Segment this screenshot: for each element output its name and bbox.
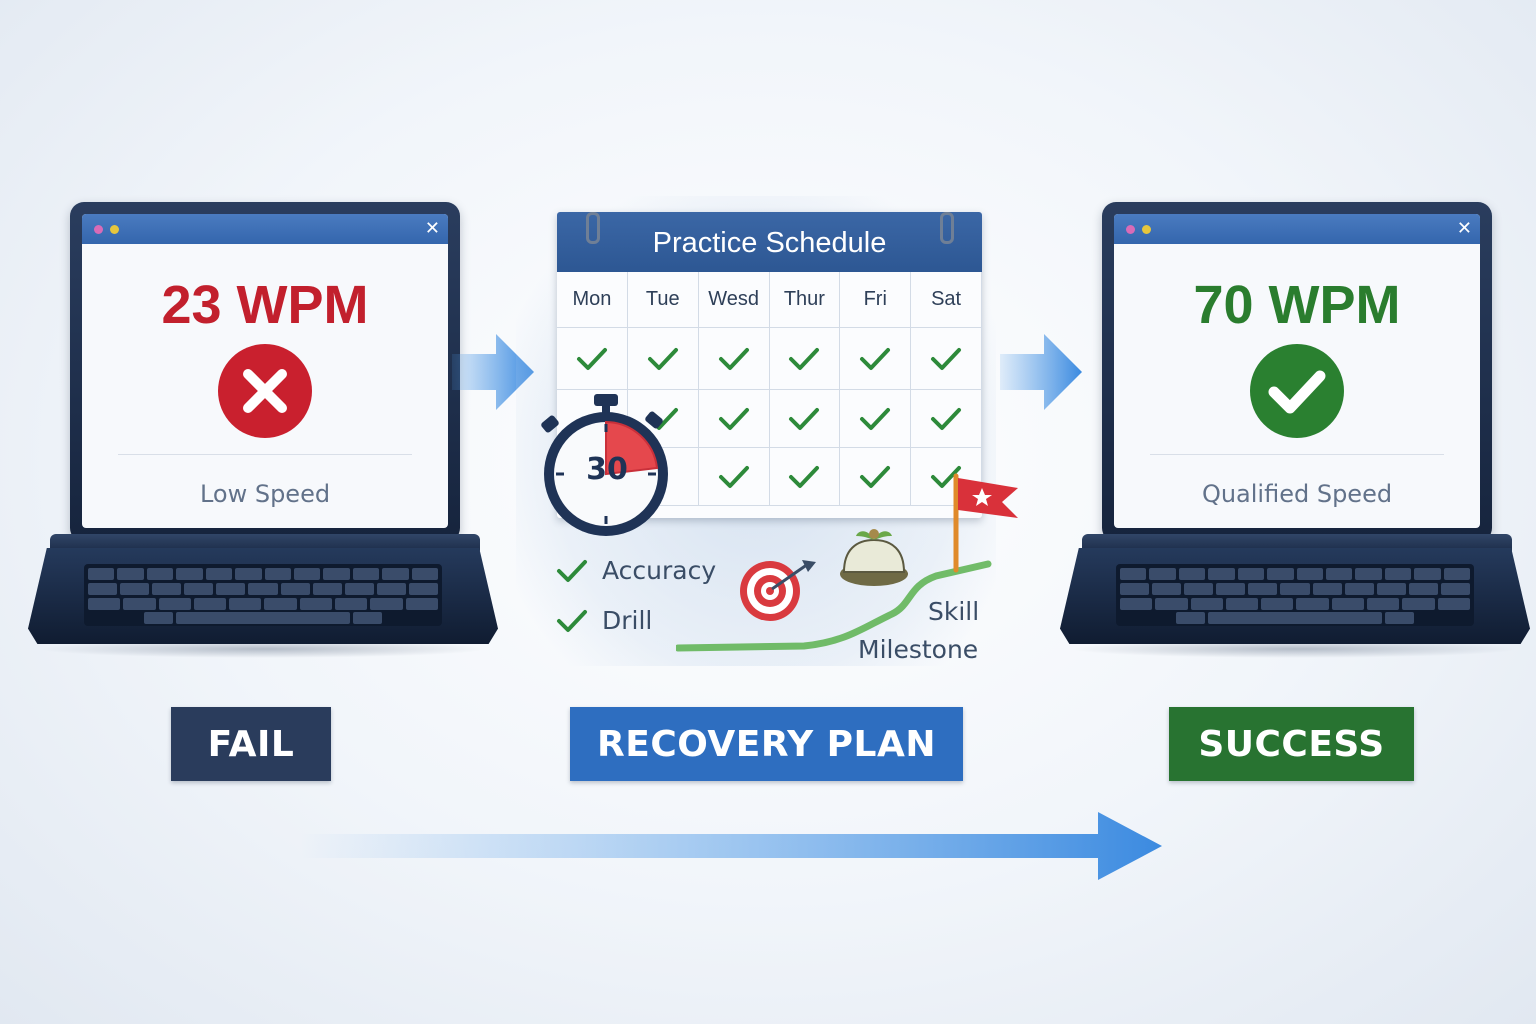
divider — [118, 454, 412, 455]
day-sat: Sat — [931, 288, 962, 310]
fail-laptop: ✕ 23 WPM Low Speed — [28, 202, 498, 662]
progress-arrow-icon — [300, 812, 1162, 880]
check-icon — [698, 390, 770, 448]
check-icon — [769, 448, 841, 506]
close-icon[interactable]: ✕ — [1456, 218, 1472, 239]
check-icon — [769, 328, 841, 390]
calendar-grid: Mon Tue Wesd Thur Fri Sat — [557, 272, 982, 518]
x-mark-icon — [218, 344, 312, 438]
calendar-header: Practice Schedule — [557, 212, 982, 272]
flag-icon — [953, 473, 1018, 573]
recovery-plan-label: RECOVERY PLAN — [570, 707, 963, 781]
check-icon — [557, 328, 628, 390]
window-dot-icon — [1142, 225, 1151, 234]
check-icon — [557, 559, 587, 582]
day-fri: Fri — [863, 288, 887, 310]
laptop-shadow — [38, 640, 488, 658]
laptop-screen: ✕ 70 WPM Qualified Speed — [1114, 214, 1480, 528]
window-dot-icon — [110, 225, 119, 234]
divider — [1150, 454, 1444, 455]
milestone-label: Milestone — [858, 635, 979, 664]
success-label: SUCCESS — [1169, 707, 1414, 781]
calendar-ring-icon — [940, 212, 954, 244]
window-titlebar: ✕ — [82, 214, 448, 244]
day-mon: Mon — [572, 288, 612, 310]
window-titlebar: ✕ — [1114, 214, 1480, 244]
fail-label: FAIL — [171, 707, 331, 781]
laptop-hinge — [1082, 534, 1512, 552]
flow-arrow-icon — [452, 334, 534, 410]
day-tue: Tue — [645, 288, 680, 310]
day-wed: Wesd — [708, 288, 759, 310]
close-icon[interactable]: ✕ — [424, 218, 440, 239]
day-thu: Thur — [783, 288, 825, 310]
timer-value: 30 — [586, 452, 628, 487]
success-speed: 70 WPM — [1193, 275, 1401, 335]
check-icon — [627, 328, 699, 390]
check-icon — [840, 328, 912, 390]
check-icon — [557, 609, 587, 632]
check-icon — [840, 390, 912, 448]
fail-caption: Low Speed — [199, 480, 331, 508]
stopwatch-icon — [541, 394, 668, 536]
success-laptop: ✕ 70 WPM Qualified Speed — [1060, 202, 1530, 662]
check-icon — [840, 448, 912, 506]
calendar-title: Practice Schedule — [652, 227, 887, 259]
progress-path-icon — [676, 560, 992, 652]
check-icon — [698, 328, 770, 390]
check-icon — [911, 328, 982, 390]
check-icon — [698, 448, 770, 506]
laptop-lid: ✕ 70 WPM Qualified Speed — [1102, 202, 1492, 542]
window-dot-icon — [1126, 225, 1135, 234]
check-icon — [911, 448, 982, 506]
milestone-skill: Skill — [928, 597, 980, 626]
laptop-screen: ✕ 23 WPM Low Speed — [82, 214, 448, 528]
drill-label: Accuracy — [602, 556, 717, 585]
calendar-ring-icon — [586, 212, 600, 244]
target-icon — [740, 560, 816, 621]
drill-accuracy: Accuracy — [556, 556, 716, 585]
keyboard — [84, 564, 442, 626]
laptop-hinge — [50, 534, 480, 552]
drill-label: Drill — [602, 606, 653, 635]
window-dot-icon — [94, 225, 103, 234]
success-caption: Qualified Speed — [1201, 480, 1393, 508]
keyboard — [1116, 564, 1474, 626]
laptop-shadow — [1070, 640, 1520, 658]
laptop-lid: ✕ 23 WPM Low Speed — [70, 202, 460, 542]
calendar-cell — [627, 448, 699, 506]
plant-stone-icon — [840, 529, 908, 586]
drill-drill: Drill — [556, 606, 652, 635]
fail-speed: 23 WPM — [161, 275, 369, 335]
flow-arrow-icon — [1000, 334, 1082, 410]
check-icon — [911, 390, 982, 448]
check-icon — [769, 390, 841, 448]
checkmark-icon — [1250, 344, 1344, 438]
